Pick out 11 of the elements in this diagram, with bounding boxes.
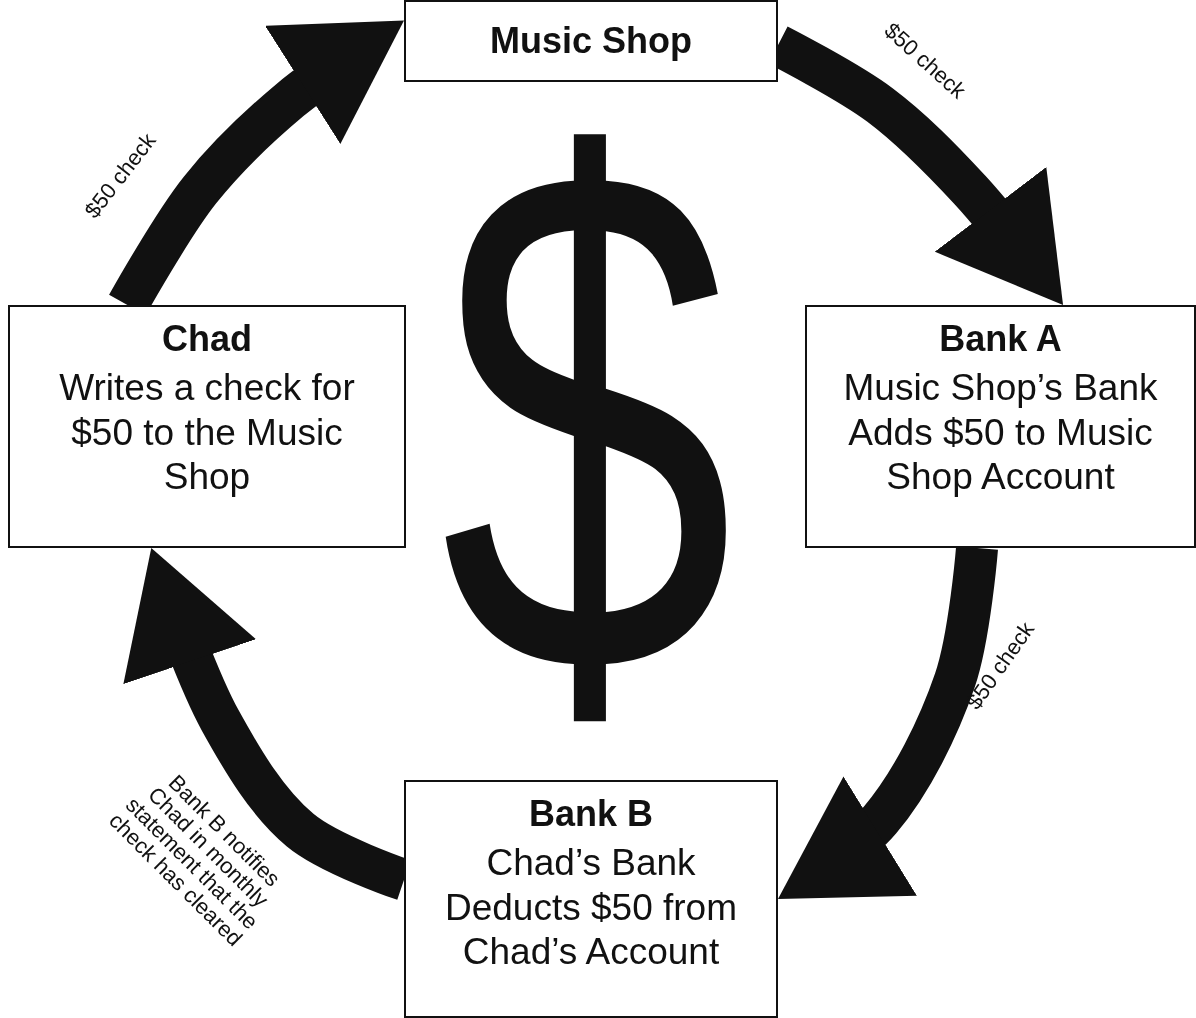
node-title: Music Shop — [490, 19, 692, 63]
node-description: Writes a check for $50 to the Music Shop — [58, 366, 356, 499]
text-box — [404, 0, 778, 82]
node-title: Bank B — [529, 792, 653, 836]
node-description: Chad’s Bank Deducts $50 from Chad’s Account — [444, 841, 738, 974]
node-title: Bank A — [939, 317, 1062, 361]
node-description: Music Shop’s Bank Adds $50 to Music Shop Account — [842, 366, 1159, 499]
text-box — [8, 305, 406, 548]
text-box — [404, 780, 778, 1018]
node-title: Chad — [162, 317, 252, 361]
text-box — [805, 305, 1196, 548]
